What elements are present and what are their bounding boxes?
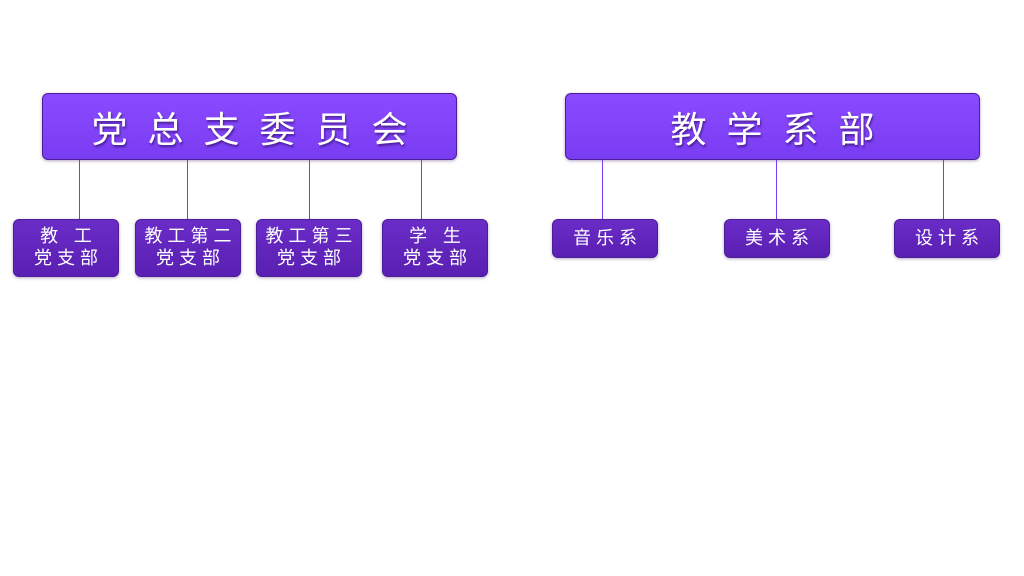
branch-line2: 党支部 <box>34 248 103 269</box>
branch-box-staff-3: 教工第三 党支部 <box>256 219 362 277</box>
branch-line2: 党支部 <box>403 248 472 269</box>
connector-line <box>79 160 80 219</box>
branch-box-student: 学 生 党支部 <box>382 219 488 277</box>
branch-box-staff: 教 工 党支部 <box>13 219 119 277</box>
connector-line <box>187 160 188 219</box>
connector-line <box>776 160 777 219</box>
branch-line1: 学 生 <box>409 226 466 247</box>
dept-label: 音乐系 <box>573 227 642 249</box>
party-committee-title: 党总支委员会 <box>91 109 428 151</box>
connector-line <box>602 160 603 219</box>
branch-line1: 教 工 <box>40 226 97 247</box>
branch-line1: 教工第二 <box>144 226 237 247</box>
connector-line <box>309 160 310 219</box>
connector-line <box>943 160 944 219</box>
branch-box-staff-2: 教工第二 党支部 <box>135 219 241 277</box>
dept-box-art: 美术系 <box>724 219 830 258</box>
dept-box-design: 设计系 <box>894 219 1000 258</box>
teaching-dept-box: 教学系部 <box>565 93 980 160</box>
teaching-dept-title: 教学系部 <box>670 109 895 151</box>
dept-label: 设计系 <box>915 227 984 249</box>
party-committee-box: 党总支委员会 <box>42 93 457 160</box>
branch-line2: 党支部 <box>277 248 346 269</box>
connector-line <box>421 160 422 219</box>
branch-line2: 党支部 <box>156 248 225 269</box>
branch-line1: 教工第三 <box>265 226 358 247</box>
dept-label: 美术系 <box>745 227 814 249</box>
dept-box-music: 音乐系 <box>552 219 658 258</box>
